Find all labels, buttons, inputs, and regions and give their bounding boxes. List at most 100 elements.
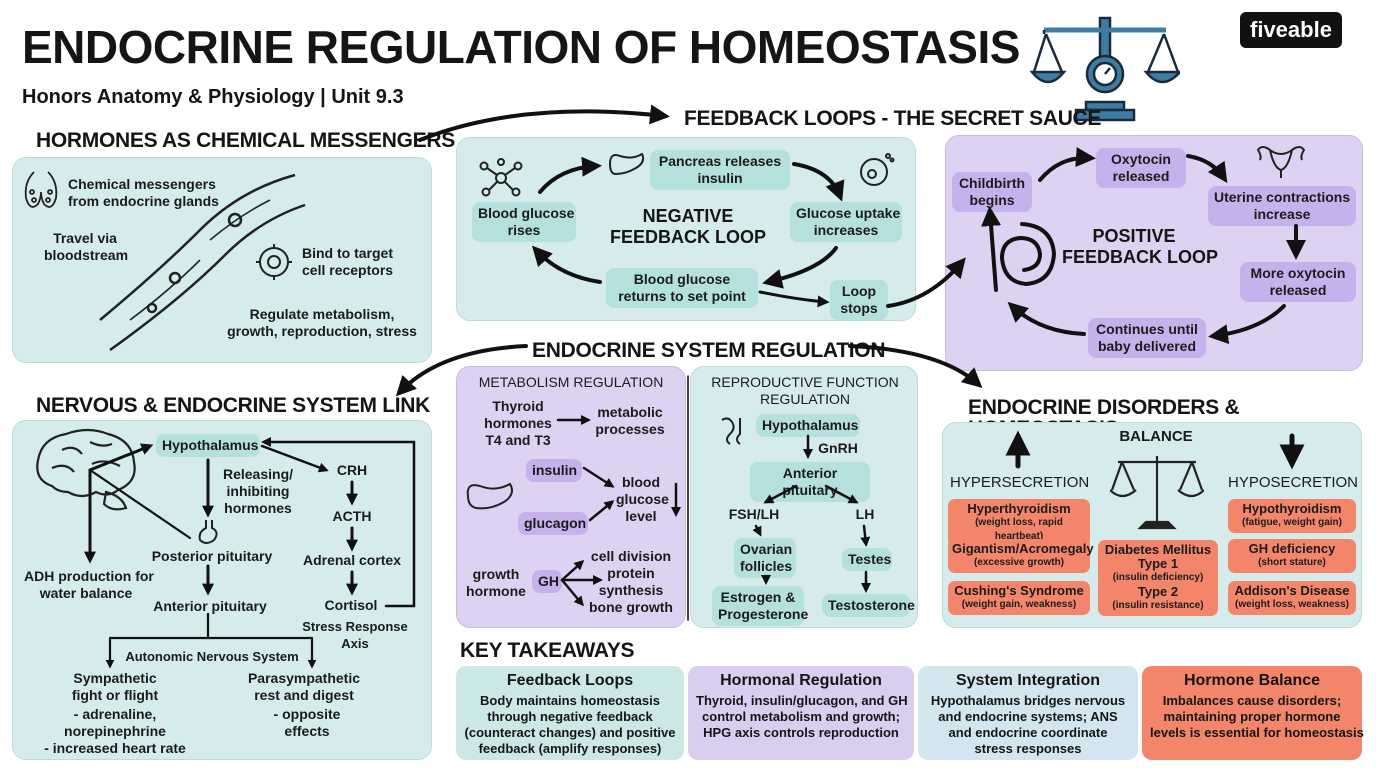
uterus-icon — [1256, 146, 1306, 178]
disorder-gh-deficiency: GH deficiency (short stature) — [1228, 539, 1356, 573]
pos-step-oxytocin: Oxytocin released — [1096, 148, 1186, 188]
takeaway-body: Body maintains homeostasis through negat… — [464, 693, 676, 756]
rep-hypothalamus-icon — [721, 417, 741, 445]
takeaway-title: Feedback Loops — [506, 672, 634, 689]
diabetes-type2-note: (insulin resistance) — [1112, 600, 1204, 611]
nerv-cortisol: Cortisol — [324, 597, 378, 613]
neg-step-glucose-rises: Blood glucose rises — [472, 202, 576, 242]
nervous-panel — [12, 420, 432, 760]
takeaway-title: Hormone Balance — [1183, 672, 1321, 689]
nerv-sympathetic: Sympathetic fight or flight — [71, 670, 159, 703]
disorder-note: (short stature) — [1258, 557, 1326, 568]
takeaway-body: Hypothalamus bridges nervous and endocri… — [930, 693, 1126, 756]
takeaway-card-hormonal: Hormonal Regulation Thyroid, insulin/glu… — [688, 666, 914, 760]
rep-lh: LH — [855, 506, 875, 522]
nerv-parasympathetic: Parasympathetic rest and digest — [247, 670, 361, 703]
thyroid-gland-icon — [24, 171, 58, 208]
nerv-crh: CRH — [336, 462, 368, 478]
nerv-parasympathetic-effects: - opposite effects — [273, 706, 341, 739]
reproductive-heading: REPRODUCTIVE FUNCTION REGULATION — [711, 374, 899, 407]
hyposecretion-label: HYPOSECRETION — [1228, 474, 1359, 491]
met-pancreas-icon — [466, 482, 513, 510]
met-metabolic-processes: metabolic processes — [595, 404, 665, 437]
nerv-releasing-hormones: Releasing/ inhibiting hormones — [222, 466, 294, 516]
messenger-fact-4: Regulate metabolism, growth, reproductio… — [227, 306, 417, 339]
disorder-name: Gigantism/Acromegaly — [952, 541, 1094, 556]
rep-fsh-lh: FSH/LH — [728, 506, 780, 522]
neg-step-loop-stops: Loop stops — [830, 280, 888, 320]
pos-step-childbirth: Childbirth begins — [952, 172, 1032, 212]
metabolism-panel — [456, 366, 686, 628]
nerv-hypothalamus: Hypothalamus — [156, 434, 260, 457]
messenger-fact-2: Travel via bloodstream — [44, 230, 129, 263]
disorder-name: GH deficiency — [1248, 541, 1336, 556]
cell-receptor-icon — [256, 244, 292, 280]
disorder-hypothyroidism: Hypothyroidism (fatigue, weight gain) — [1228, 499, 1356, 533]
cell-uptake-icon — [860, 153, 895, 186]
balance-scale-icon — [1030, 16, 1180, 122]
rep-testes: Testes — [842, 548, 892, 571]
rep-ovarian-follicles: Ovarian follicles — [734, 538, 796, 578]
spiral-icon — [999, 222, 1057, 287]
disorder-gigantism: Gigantism/Acromegaly (excessive growth) — [948, 539, 1094, 573]
disorder-addisons: Addison's Disease (weight loss, weakness… — [1228, 581, 1356, 615]
brain-icon — [36, 428, 136, 511]
pos-step-continues: Continues until baby delivered — [1088, 318, 1206, 358]
rep-testosterone: Testosterone — [822, 594, 915, 617]
takeaway-title: Hormonal Regulation — [720, 672, 882, 689]
disorder-note: (weight loss, weakness) — [1235, 599, 1349, 610]
takeaway-card-integration: System Integration Hypothalamus bridges … — [918, 666, 1138, 760]
pituitary-icon — [198, 520, 218, 544]
nerv-sympathetic-effects: - adrenaline, norepinephrine - increased… — [44, 706, 186, 756]
takeaway-body: Thyroid, insulin/glucagon, and GH contro… — [696, 693, 908, 740]
diabetes-type1-note: (insulin deficiency) — [1112, 572, 1204, 583]
blood-vessel-icon — [99, 173, 306, 352]
page-subtitle: Honors Anatomy & Physiology | Unit 9.3 — [22, 86, 404, 108]
met-blood-glucose: blood glucose level — [616, 474, 669, 524]
met-thyroid: Thyroid hormones T4 and T3 — [484, 398, 552, 448]
met-gh: GH — [532, 570, 562, 593]
disorder-name: Addison's Disease — [1234, 583, 1350, 598]
takeaway-title: System Integration — [955, 672, 1101, 689]
arrow-to-feedback — [418, 104, 670, 142]
nerv-acth: ACTH — [332, 508, 372, 524]
takeaway-card-feedback: Feedback Loops Body maintains homeostasi… — [456, 666, 684, 760]
nerv-ans: Autonomic Nervous System — [125, 649, 299, 664]
messenger-fact-3: Bind to target cell receptors — [302, 245, 394, 278]
disorder-note: (weight gain, weakness) — [961, 599, 1077, 610]
neg-step-glucose-uptake: Glucose uptake increases — [790, 202, 902, 242]
disorder-name: Hypothyroidism — [1242, 501, 1342, 516]
positive-loop-title: POSITIVE FEEDBACK LOOP — [1062, 226, 1219, 267]
disorders-balance-icon — [1110, 456, 1204, 530]
met-growth-hormone: growth hormone — [466, 566, 526, 599]
met-glucagon: glucagon — [518, 512, 588, 535]
met-insulin: insulin — [526, 459, 582, 482]
disorder-cushings: Cushing's Syndrome (weight gain, weaknes… — [948, 581, 1090, 615]
disorder-note: (excessive growth) — [973, 557, 1065, 568]
messenger-fact-1: Chemical messengers from endocrine gland… — [68, 176, 219, 209]
takeaway-card-balance: Hormone Balance Imbalances cause disorde… — [1142, 666, 1364, 760]
messengers-heading: HORMONES AS CHEMICAL MESSENGERS — [36, 129, 455, 152]
nerv-adh: ADH production for water balance — [24, 568, 154, 601]
glucose-molecule-icon — [479, 158, 523, 197]
messengers-panel — [12, 157, 432, 363]
disorder-note: (fatigue, weight gain) — [1242, 517, 1342, 528]
rep-gnrh: GnRH — [818, 440, 858, 456]
nerv-stress-axis: Stress Response Axis — [302, 619, 408, 651]
brand-logo: fiveable — [1240, 12, 1342, 48]
regulation-heading: ENDOCRINE SYSTEM REGULATION — [532, 339, 886, 362]
balance-label: BALANCE — [1119, 428, 1193, 445]
disorder-note: (weight loss, rapid heartbeat) — [975, 517, 1063, 542]
neg-step-insulin: Pancreas releases insulin — [650, 150, 790, 190]
negative-loop-title: NEGATIVE FEEDBACK LOOP — [609, 206, 766, 247]
metabolism-heading: METABOLISM REGULATION — [478, 374, 664, 390]
met-gh-effects: cell division protein synthesis bone gro… — [589, 548, 673, 615]
disorder-name: Hyperthyroidism — [967, 501, 1071, 516]
page-title: ENDOCRINE REGULATION OF HOMEOSTASIS — [22, 21, 1020, 73]
diabetes-type2: Type 2 — [1137, 584, 1179, 599]
disorder-diabetes: Diabetes Mellitus Type 1 (insulin defici… — [1098, 540, 1218, 616]
hypersecretion-label: HYPERSECRETION — [950, 474, 1090, 491]
neg-step-set-point: Blood glucose returns to set point — [606, 268, 758, 308]
nerv-posterior-pituitary: Posterior pituitary — [151, 548, 273, 564]
